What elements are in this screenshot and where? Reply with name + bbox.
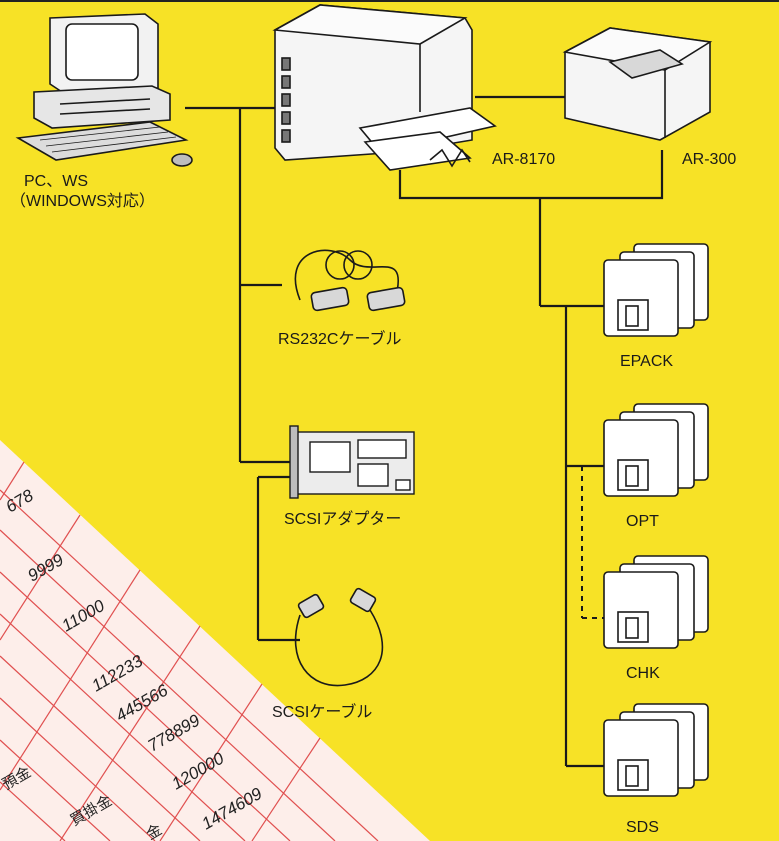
scsi-cable-icon bbox=[294, 587, 384, 687]
disk-label-chk: CHK bbox=[626, 665, 660, 682]
ledger-sheet bbox=[0, 440, 430, 841]
scsi-adapter-icon bbox=[289, 425, 415, 499]
ledger-grid bbox=[0, 461, 379, 841]
scsi-cable-label: SCSIケーブル bbox=[272, 704, 373, 721]
rs232c-cable-icon bbox=[294, 249, 406, 312]
disk-stack-chk-icon bbox=[603, 555, 709, 649]
disk-label-epack: EPACK bbox=[620, 353, 674, 370]
ar300-device-icon bbox=[562, 27, 713, 141]
disk-stack-opt-icon bbox=[603, 403, 709, 497]
disk-label-sds: SDS bbox=[626, 819, 659, 836]
ar8170-label: AR-8170 bbox=[492, 151, 556, 168]
rs232c-cable-label: RS232Cケーブル bbox=[278, 331, 402, 348]
pc-workstation-icon bbox=[15, 13, 193, 167]
bus-line bbox=[398, 150, 664, 200]
scsi-adapter-label: SCSIアダプター bbox=[284, 511, 402, 528]
top-border bbox=[0, 0, 779, 2]
disk-stack-sds-icon bbox=[603, 703, 709, 797]
ar8170-device-icon bbox=[272, 4, 497, 171]
pc-label-line2: （WINDOWS対応） bbox=[10, 193, 155, 210]
connection-lines bbox=[185, 95, 664, 768]
ar300-label: AR-300 bbox=[682, 151, 737, 168]
pc-label-line1: PC、WS bbox=[24, 173, 89, 190]
ledger-paper bbox=[0, 440, 430, 841]
disk-label-opt: OPT bbox=[626, 513, 659, 530]
disk-stack-epack-icon bbox=[603, 243, 709, 337]
